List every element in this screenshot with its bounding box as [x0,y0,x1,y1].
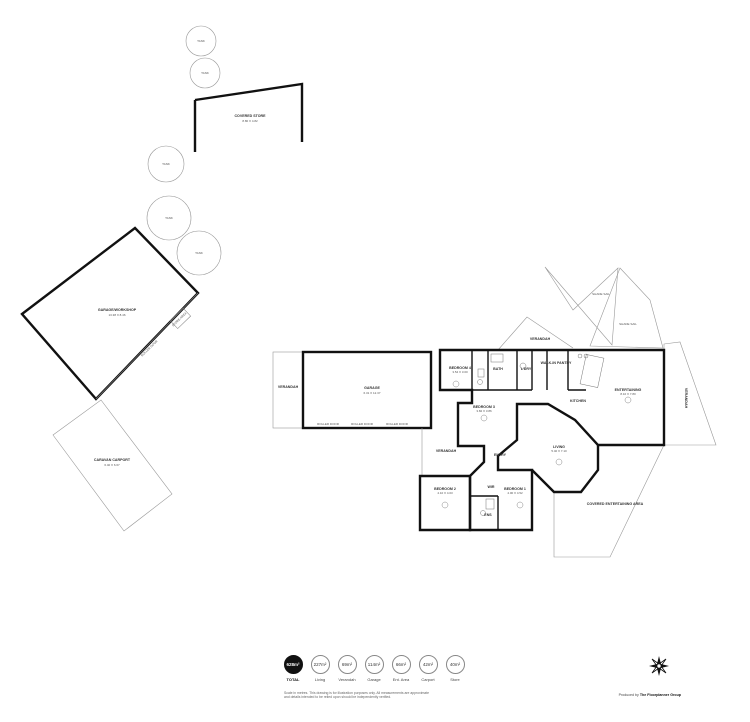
caravan-carport-dims: 6.40 X 6.67 [104,463,120,467]
bath-label: BATH [493,367,503,371]
verandah-left-outline [272,351,304,429]
house-walls [418,348,666,532]
stat-ent-area: 66m² Ent. Area [391,655,411,682]
ceiling-fans [441,380,632,509]
stat-verandah-label: Verandah [338,677,356,682]
covered-store-label: COVERED STORE [234,114,266,118]
caravan-carport-outline [52,399,173,532]
shade-sail-1-outline [544,266,619,346]
producer-name: The Floorplanner Group [639,693,681,697]
disclaimer-text: Scale in metres. This drawing is for ill… [284,691,429,700]
roller-door-2-label: ROLLER DOOR [351,422,374,426]
stat-ent-area-value: 66m² [391,655,411,674]
producer-prefix: Produced by [618,693,639,697]
stat-store-value: 40m² [445,655,465,674]
tank-label-1: TANK [197,39,205,43]
shade-sail-1-label: SHADE SAIL [592,292,610,296]
covered-entertaining-label: COVERED ENTERTAINING AREA [587,502,644,506]
stat-carport-label: Carport [421,677,435,682]
tank-label-5: TANK [195,251,203,255]
garage-workshop [20,226,200,401]
stat-total-value: 628m² [283,655,303,674]
ens-label: ENS [484,513,492,517]
verandah-mid-label: VERANDAH [436,449,457,453]
stat-living: 227m² Living [310,655,330,682]
verandah-top-label: VERANDAH [530,337,551,341]
stat-living-label: Living [314,677,326,682]
producer-credit: Produced by The Floorplanner Group [619,693,681,697]
garage-outline [301,350,433,430]
tank-3 [147,145,185,183]
caravan-carport-label: CARAVAN CARPORT [94,458,131,462]
l-dry-label: L'DRY [521,367,532,371]
stat-ent-area-label: Ent. Area [392,677,410,682]
verandah-left-label: VERANDAH [278,385,299,389]
tank-1 [185,25,217,57]
walk-in-pantry-label: WALK-IN PANTRY [541,361,572,365]
bedroom3-label: BEDROOM 3 [473,405,495,409]
entertaining-label: ENTERTAINING [615,388,642,392]
bedroom3-dims: 3.82 X 3.86 [476,409,492,413]
tank-5 [176,230,222,276]
garage-workshop-dims: 13.38 X 8.46 [108,313,125,317]
tank-label-4: TANK [165,216,173,220]
stat-garage-label: Garage [367,677,381,682]
verandah-right-outline [663,341,717,446]
garage-dims: 6.31 X 12.37 [363,391,380,395]
living-dims: 5.40 X 7.10 [551,449,567,453]
workshop-roller-door-label: ROLLER DOOR [140,339,159,358]
compass-icon [649,656,669,676]
covered-store-dims: 8.80 X 4.82 [242,119,258,123]
bedroom4-label: BEDROOM 4 [449,366,471,370]
shade-sail-2-label: SHADE SAIL [619,322,637,326]
bedroom2-dims: 4.10 X 4.03 [437,491,453,495]
area-stats: 628m² TOTAL 227m² Living 69m² Verandah 1… [283,655,465,682]
wir-label: WIR [488,485,495,489]
bath-fixtures [477,353,527,516]
verandah-right-label: VERANDAH [684,388,688,409]
stat-garage-value: 114m² [364,655,384,674]
interior-walls [470,350,586,530]
bedroom1-dims: 4.00 X 4.52 [507,491,523,495]
tank-4 [146,195,192,241]
tank-label-2: TANK [201,71,209,75]
tanks [146,25,222,276]
kitchen-label: KITCHEN [570,399,586,403]
stat-total-label: TOTAL [286,677,300,682]
kitchen-fixtures [577,353,605,388]
verandah-top-outline [497,316,574,351]
stat-carport-value: 42m² [418,655,438,674]
bedroom4-dims: 3.54 X 3.00 [452,370,468,374]
stat-store: 40m² Store [445,655,465,682]
bedroom1-label: BEDROOM 1 [504,487,526,491]
tank-label-3: TANK [162,162,170,166]
bedroom2-label: BEDROOM 2 [434,487,456,491]
stat-verandah: 69m² Verandah [337,655,357,682]
stat-total: 628m² TOTAL [283,655,303,682]
shade-sail-2-outline [589,267,664,349]
covered-store-outline [193,82,304,152]
roller-door-1-label: ROLLER DOOR [317,422,340,426]
stat-store-label: Store [450,677,460,682]
stat-living-value: 227m² [310,655,330,674]
tank-2 [189,57,221,89]
roller-door-3-label: ROLLER DOOR [386,422,409,426]
stat-carport: 42m² Carport [418,655,438,682]
entertaining-dims: 8.10 X 7.80 [620,392,636,396]
entry-label: ENTRY [494,453,507,457]
stat-garage: 114m² Garage [364,655,384,682]
stat-verandah-value: 69m² [337,655,357,674]
garage-label: GARAGE [364,386,380,390]
garage-workshop-label: GARAGE/WORKSHOP [98,308,137,312]
living-label: LIVING [553,445,565,449]
covered-entertaining-outline [553,444,665,558]
